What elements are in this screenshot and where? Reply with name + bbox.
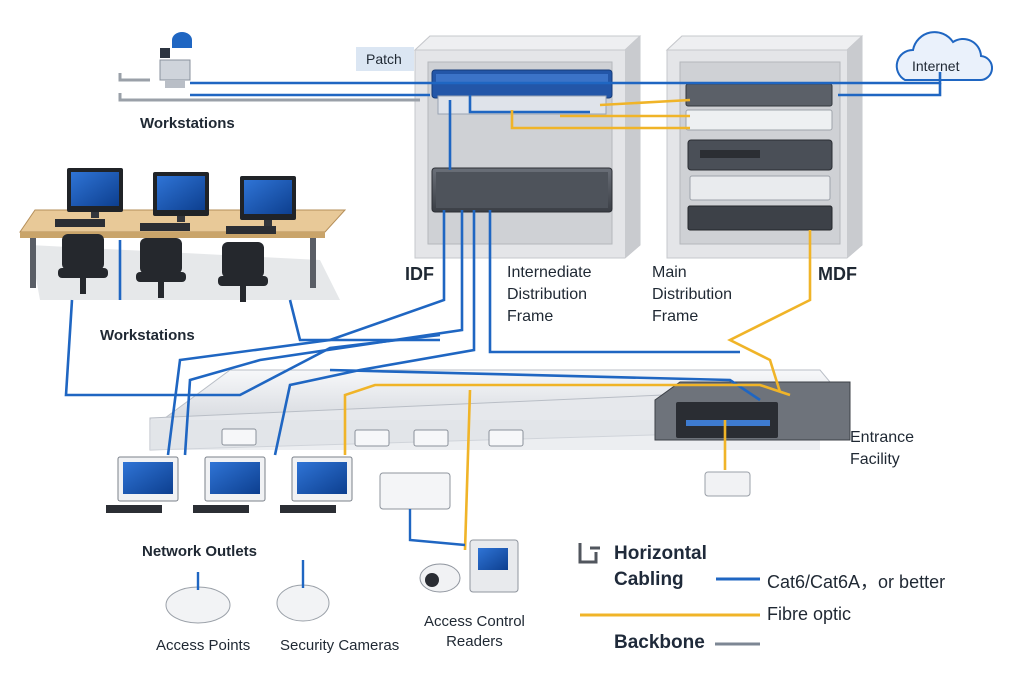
desk-workstations (19, 168, 347, 302)
mdf-cabinet (665, 35, 864, 259)
corner-bracket-icon (578, 543, 600, 564)
entrance-facility-device (654, 381, 851, 497)
patch-label-box (356, 47, 414, 71)
legend-backbone-title: Backbone (614, 632, 705, 653)
idf-cabinet (413, 35, 642, 259)
access-control-label: Access Control Readers (424, 613, 525, 650)
network-outlets-label: Network Outlets (142, 543, 258, 560)
patch-label: Patch (366, 51, 402, 67)
security-cameras-label: Security Cameras (280, 637, 400, 654)
idf-full-label: Internediate Distribution Frame (507, 264, 592, 325)
copper-cables (64, 72, 942, 456)
access-point-device (165, 572, 231, 624)
security-camera-device (276, 560, 330, 622)
workstations-mid-label: Workstations (100, 327, 195, 344)
idf-label: IDF (405, 264, 434, 284)
access-points-label: Access Points (156, 637, 251, 654)
mdf-full-label: Main Distribution Frame (652, 264, 733, 325)
entrance-facility-label: Entrance Facility (850, 429, 915, 468)
legend-horizontal-title: Horizontal Cabling (614, 543, 707, 590)
legend-fibre-label: Fibre optic (767, 604, 852, 624)
fibre-cables (343, 98, 812, 551)
internet-label: Internet (912, 58, 960, 74)
access-control-devices (379, 472, 519, 593)
tray-outlets (221, 428, 524, 447)
network-outlet-workstations (106, 456, 353, 513)
cloud-icon (895, 31, 993, 82)
legend (578, 543, 760, 646)
legend-copper-label: Cat6/Cat6A，or better (767, 572, 946, 592)
workstations-top-label: Workstations (140, 115, 235, 132)
mdf-label: MDF (818, 264, 857, 284)
top-workstation (118, 32, 420, 102)
